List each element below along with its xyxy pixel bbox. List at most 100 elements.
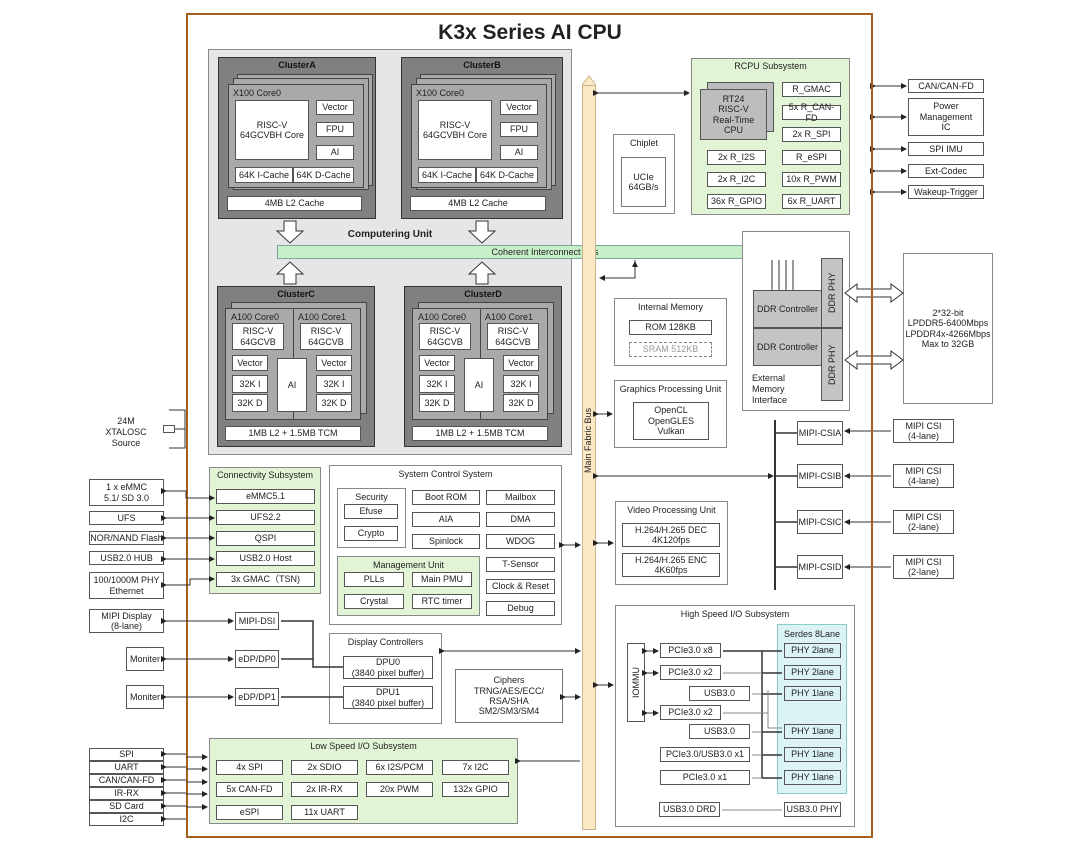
risc-v-core: RISC-V 64GCVB: [487, 323, 539, 350]
icache: 32K I: [316, 375, 352, 393]
serdes-phy: PHY 1lane: [784, 747, 841, 762]
risc-v-core: RISC-V 64GCVBH Core: [235, 100, 309, 160]
ext-camera: MIPI CSI (4-lane): [893, 419, 954, 443]
risc-v-core: RISC-V 64GCVB: [232, 323, 284, 350]
mipi-csi-port: MIPI-CSIA: [797, 421, 843, 445]
main-pmu: Main PMU: [412, 572, 472, 587]
ai-unit: AI: [500, 145, 538, 160]
core0-label: A100 Core0: [231, 312, 280, 322]
main-fabric-bus-label: Main Fabric Bus: [583, 407, 593, 473]
lpddr-memory: 2*32-bit LPDDR5-6400Mbps LPDDR4x-4266Mbp…: [903, 253, 993, 404]
computing-unit-label: Computering Unit: [347, 229, 433, 240]
l2-tcm: 1MB L2 + 1.5MB TCM: [225, 426, 361, 441]
rom: ROM 128KB: [629, 320, 712, 335]
shared-ai-unit: AI: [277, 358, 307, 412]
wdog: WDOG: [486, 534, 555, 549]
dcache: 64K D-Cache: [476, 167, 538, 183]
gpu-title: Graphics Processing Unit: [619, 384, 722, 394]
mipi-csi-port: MIPI-CSID: [797, 555, 843, 579]
ddr-controller: DDR Controller: [753, 290, 822, 328]
shared-ai-unit: AI: [464, 358, 494, 412]
lsio-item: 4x SPI: [216, 760, 283, 775]
rcpu-title: RCPU Subsystem: [734, 61, 807, 71]
ext-lsio: I2C: [89, 813, 164, 826]
icache: 64K I-Cache: [418, 167, 476, 183]
lsio-item: 11x UART: [291, 805, 358, 820]
risc-v-core: RISC-V 64GCVB: [419, 323, 471, 350]
dpu0: DPU0 (3840 pixel buffer): [343, 656, 433, 679]
ext-storage: 1 x eMMC 5.1/ SD 3.0: [89, 479, 164, 506]
sram: SRAM 512KB: [629, 342, 712, 357]
spinlock: Spinlock: [412, 534, 480, 549]
mipi-csi-port: MIPI-CSIC: [797, 510, 843, 534]
ddr-controller: DDR Controller: [753, 328, 822, 366]
vector-unit: Vector: [316, 100, 354, 115]
rtc-timer: RTC timer: [412, 594, 472, 609]
core-label: X100 Core0: [233, 88, 282, 98]
diagram-title: K3x Series AI CPU: [438, 21, 622, 44]
core1-label: A100 Core1: [298, 312, 347, 322]
boot-rom: Boot ROM: [412, 490, 480, 505]
risc-v-core: RISC-V 64GCVBH Core: [418, 100, 492, 160]
serdes-phy: PHY 1lane: [784, 770, 841, 785]
mipi-dsi-port: MIPI-DSI: [235, 612, 279, 630]
ext-rcpu-device: CAN/CAN-FD: [908, 79, 984, 93]
serdes-title: Serdes 8Lane: [783, 629, 841, 639]
ext-lsio: CAN/CAN-FD: [89, 774, 164, 787]
ext-camera: MIPI CSI (4-lane): [893, 464, 954, 488]
rcpu-peripheral: R_eSPI: [782, 150, 841, 165]
ext-usb-hub: USB2.0 HUB: [89, 551, 164, 565]
vector-unit: Vector: [500, 100, 538, 115]
plls: PLLs: [344, 572, 404, 587]
serdes-phy: PHY 2lane: [784, 665, 841, 680]
fpu-unit: FPU: [316, 122, 354, 137]
ai-unit: AI: [316, 145, 354, 160]
gpu-apis: OpenCL OpenGLES Vulkan: [633, 402, 709, 440]
lsio-item: 7x I2C: [442, 760, 509, 775]
rt24-cpu: RT24 RISC-V Real-Time CPU: [700, 89, 767, 140]
ext-monitor: Moniter: [126, 647, 164, 671]
hsio-controller: USB3.0: [689, 686, 750, 701]
ext-lsio: UART: [89, 761, 164, 774]
hsio-controller: USB3.0: [689, 724, 750, 739]
risc-v-core: RISC-V 64GCVB: [300, 323, 352, 350]
ext-monitor: Moniter: [126, 685, 164, 709]
rcpu-peripheral: 5x R_CAN-FD: [782, 102, 841, 123]
core0-label: A100 Core0: [418, 312, 467, 322]
rcpu-peripheral: 2x R_SPI: [782, 127, 841, 142]
vpu-decoder: H.264/H.265 DEC 4K120fps: [622, 523, 720, 547]
dcache: 32K D: [503, 394, 539, 412]
ddr-phy: DDR PHY: [821, 258, 843, 328]
chiplet-title: Chiplet: [629, 138, 658, 148]
connectivity-title: Connectivity Subsystem: [216, 470, 314, 480]
low-speed-title: Low Speed I/O Subsystem: [310, 741, 417, 751]
ext-mipi-display: MIPI Display (8-lane): [89, 609, 164, 633]
serdes-phy: PHY 2lane: [784, 643, 841, 658]
clock-reset: Clock & Reset: [486, 579, 555, 594]
lsio-item: 2x IR-RX: [291, 782, 358, 797]
connectivity-item: USB2.0 Host: [216, 551, 315, 566]
dcache: 32K D: [316, 394, 352, 412]
aia: AIA: [412, 512, 480, 527]
ext-ethernet-phy: 100/1000M PHY Ethernet: [89, 572, 164, 599]
mipi-csi-port: MIPI-CSIB: [797, 464, 843, 488]
l2-tcm: 1MB L2 + 1.5MB TCM: [412, 426, 548, 441]
icache: 32K I: [232, 375, 268, 393]
internal-memory-title: Internal Memory: [637, 302, 704, 312]
cluster-d-title: ClusterD: [464, 289, 502, 299]
usb3-phy: USB3.0 PHY: [784, 802, 841, 817]
efuse: Efuse: [344, 504, 398, 519]
lsio-item: 20x PWM: [366, 782, 433, 797]
lsio-item: eSPI: [216, 805, 283, 820]
vpu-encoder: H.264/H.265 ENC 4K60fps: [622, 553, 720, 577]
serdes-phy: PHY 1lane: [784, 724, 841, 739]
dcache: 32K D: [419, 394, 455, 412]
rcpu-peripheral: R_GMAC: [782, 82, 841, 97]
dcache: 64K D-Cache: [293, 167, 354, 183]
management-unit-title: Management Unit: [372, 560, 445, 570]
serdes-phy: PHY 1lane: [784, 686, 841, 701]
edp-port: eDP/DP1: [235, 688, 279, 706]
icache: 32K I: [419, 375, 455, 393]
dma: DMA: [486, 512, 555, 527]
ext-rcpu-device: Ext-Codec: [908, 164, 984, 178]
